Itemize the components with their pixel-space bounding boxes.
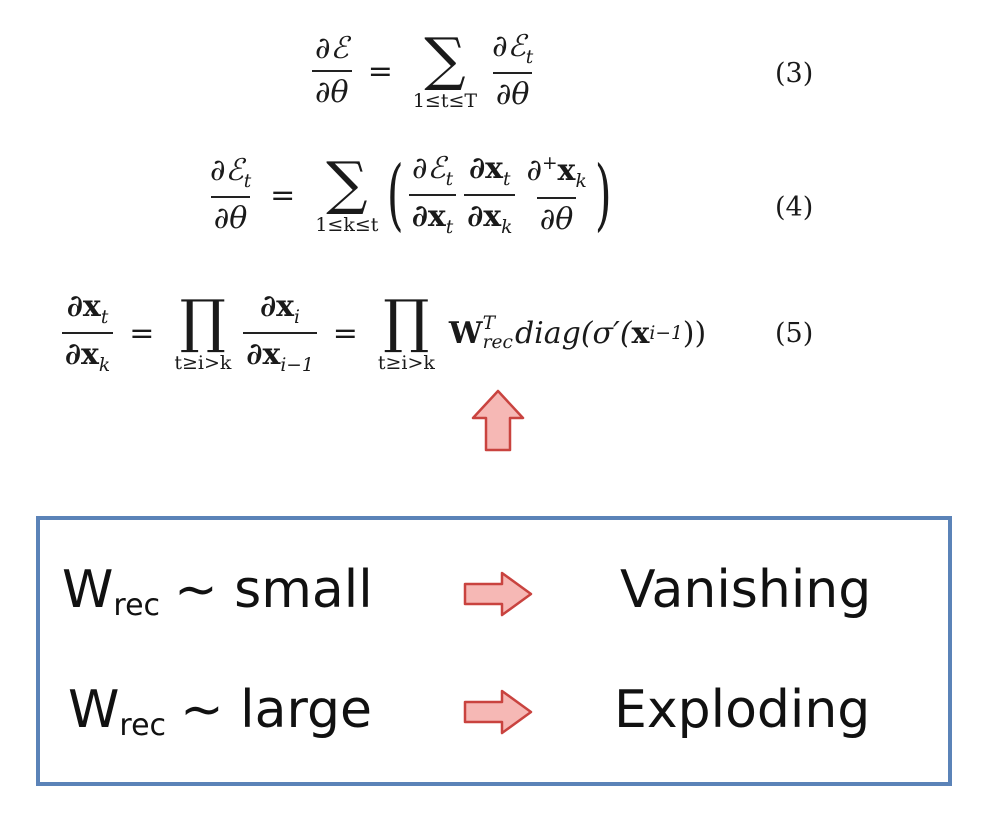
eq4-f3-den: ∂θ	[539, 201, 574, 237]
eq5-lhs-fraction: ∂xt ∂xk	[62, 289, 114, 377]
eq5-label: (5)	[775, 318, 814, 349]
eq4-lhs-num-sub: t	[243, 170, 252, 192]
sum-symbol: ∑	[424, 25, 466, 94]
eq4-f2-den: ∂x	[467, 199, 502, 235]
eq5-lhs-num: ∂x	[66, 289, 101, 324]
up-arrow-icon	[471, 389, 525, 452]
eq5-fraction: ∂xi ∂xi−1	[243, 289, 317, 377]
eq4-sum-range: 1≤k≤t	[315, 214, 379, 237]
eq3-lhs-num: ∂ℰ	[315, 30, 349, 66]
rec-subscript: rec	[119, 708, 167, 743]
eq4-f1-den: ∂x	[411, 199, 446, 235]
eq4-f3-num-sub: k	[575, 171, 587, 193]
sum-symbol: ∑	[326, 149, 368, 218]
equation-3: ∂ℰ ∂θ = ∑ 1≤t≤T ∂ℰt ∂θ	[308, 29, 540, 113]
eq3-rhs-num-sub: t	[525, 47, 534, 68]
eq3-lhs-fraction: ∂ℰ ∂θ	[312, 30, 352, 111]
eq3-rhs-den: ∂θ	[495, 77, 530, 113]
condition-text: ~ large	[180, 680, 372, 740]
product-symbol: ∏	[179, 287, 226, 356]
right-paren: )	[594, 150, 612, 241]
eq4-fraction-3: ∂+xk ∂θ	[523, 153, 589, 237]
eq3-rhs-num: ∂ℰ	[492, 29, 526, 64]
tail-x: x	[631, 315, 650, 351]
product-symbol: ∏	[383, 287, 430, 356]
eq3-sum-range: 1≤t≤T	[412, 90, 478, 113]
diag-text: diag(σ′(	[514, 315, 632, 351]
eq4-f1-num-sub: t	[445, 169, 454, 190]
eq4-f2-num-sub: t	[503, 169, 511, 190]
eq5-product-2: ∏ t≥i>k	[378, 292, 435, 374]
condition-text: ~ small	[174, 560, 373, 620]
summary-box	[36, 516, 952, 786]
w-sup: T	[482, 312, 496, 334]
eq4-lhs-fraction: ∂ℰt ∂θ	[207, 152, 254, 237]
tail-x-sub: i−1	[649, 322, 683, 344]
left-paren: (	[387, 150, 404, 241]
rec-subscript: rec	[113, 588, 161, 623]
eq4-lhs-num: ∂ℰ	[210, 152, 244, 188]
right-arrow-icon	[463, 689, 533, 735]
equals-sign: =	[129, 315, 155, 351]
right-arrow-icon	[463, 571, 533, 617]
eq3-lhs-den: ∂θ	[315, 75, 349, 111]
eq4-f1-num: ∂ℰ	[411, 151, 446, 186]
eq5-f-den-sub: i−1	[280, 355, 314, 377]
result-vanishing: Vanishing	[620, 560, 872, 620]
eq4-f1-den-sub: t	[445, 217, 454, 239]
eq4-f2-den-sub: k	[501, 217, 513, 239]
eq5-lhs-num-sub: t	[100, 307, 109, 328]
w-rec-symbol: W	[448, 315, 483, 351]
eq4-f3-partial: ∂	[526, 153, 542, 189]
eq4-f3-sup: +	[541, 153, 558, 175]
tail-close: ))	[682, 315, 707, 351]
w-symbol: W	[68, 680, 120, 740]
eq3-label: (3)	[775, 58, 814, 89]
eq4-fraction-1: ∂ℰt ∂xt	[408, 151, 457, 239]
w-symbol: W	[62, 560, 114, 620]
equals-sign: =	[367, 53, 393, 89]
eq4-f3-num: x	[557, 153, 576, 189]
eq4-lhs-den: ∂θ	[213, 201, 248, 237]
eq3-sum: ∑ 1≤t≤T	[413, 30, 477, 112]
eq5-f-num: ∂x	[260, 289, 295, 324]
summary-row-large: Wrec ~ large	[68, 680, 372, 743]
equals-sign: =	[270, 177, 296, 213]
eq4-sum: ∑ 1≤k≤t	[315, 154, 378, 236]
eq5-product-range: t≥i>k	[377, 352, 435, 375]
equals-sign: =	[332, 315, 358, 351]
eq5-lhs-den-sub: k	[98, 355, 111, 377]
eq3-rhs-fraction: ∂ℰt ∂θ	[489, 29, 536, 113]
eq5-product-1: ∏ t≥i>k	[174, 292, 231, 374]
w-sub: rec	[482, 332, 513, 354]
result-exploding: Exploding	[614, 680, 871, 740]
eq5-f-den: ∂x	[246, 337, 281, 373]
eq5-product-range: t≥i>k	[174, 352, 232, 375]
eq4-fraction-2: ∂xt ∂xk	[464, 151, 516, 239]
summary-row-small: Wrec ~ small	[62, 560, 373, 623]
eq5-lhs-den: ∂x	[65, 337, 99, 373]
eq5-f-num-sub: i	[294, 307, 300, 328]
eq4-label: (4)	[775, 192, 814, 223]
eq4-f2-num: ∂x	[469, 151, 504, 186]
equation-4: ∂ℰt ∂θ = ∑ 1≤k≤t ( ∂ℰt ∂xt ∂xt ∂xk ∂+xk …	[203, 150, 612, 241]
